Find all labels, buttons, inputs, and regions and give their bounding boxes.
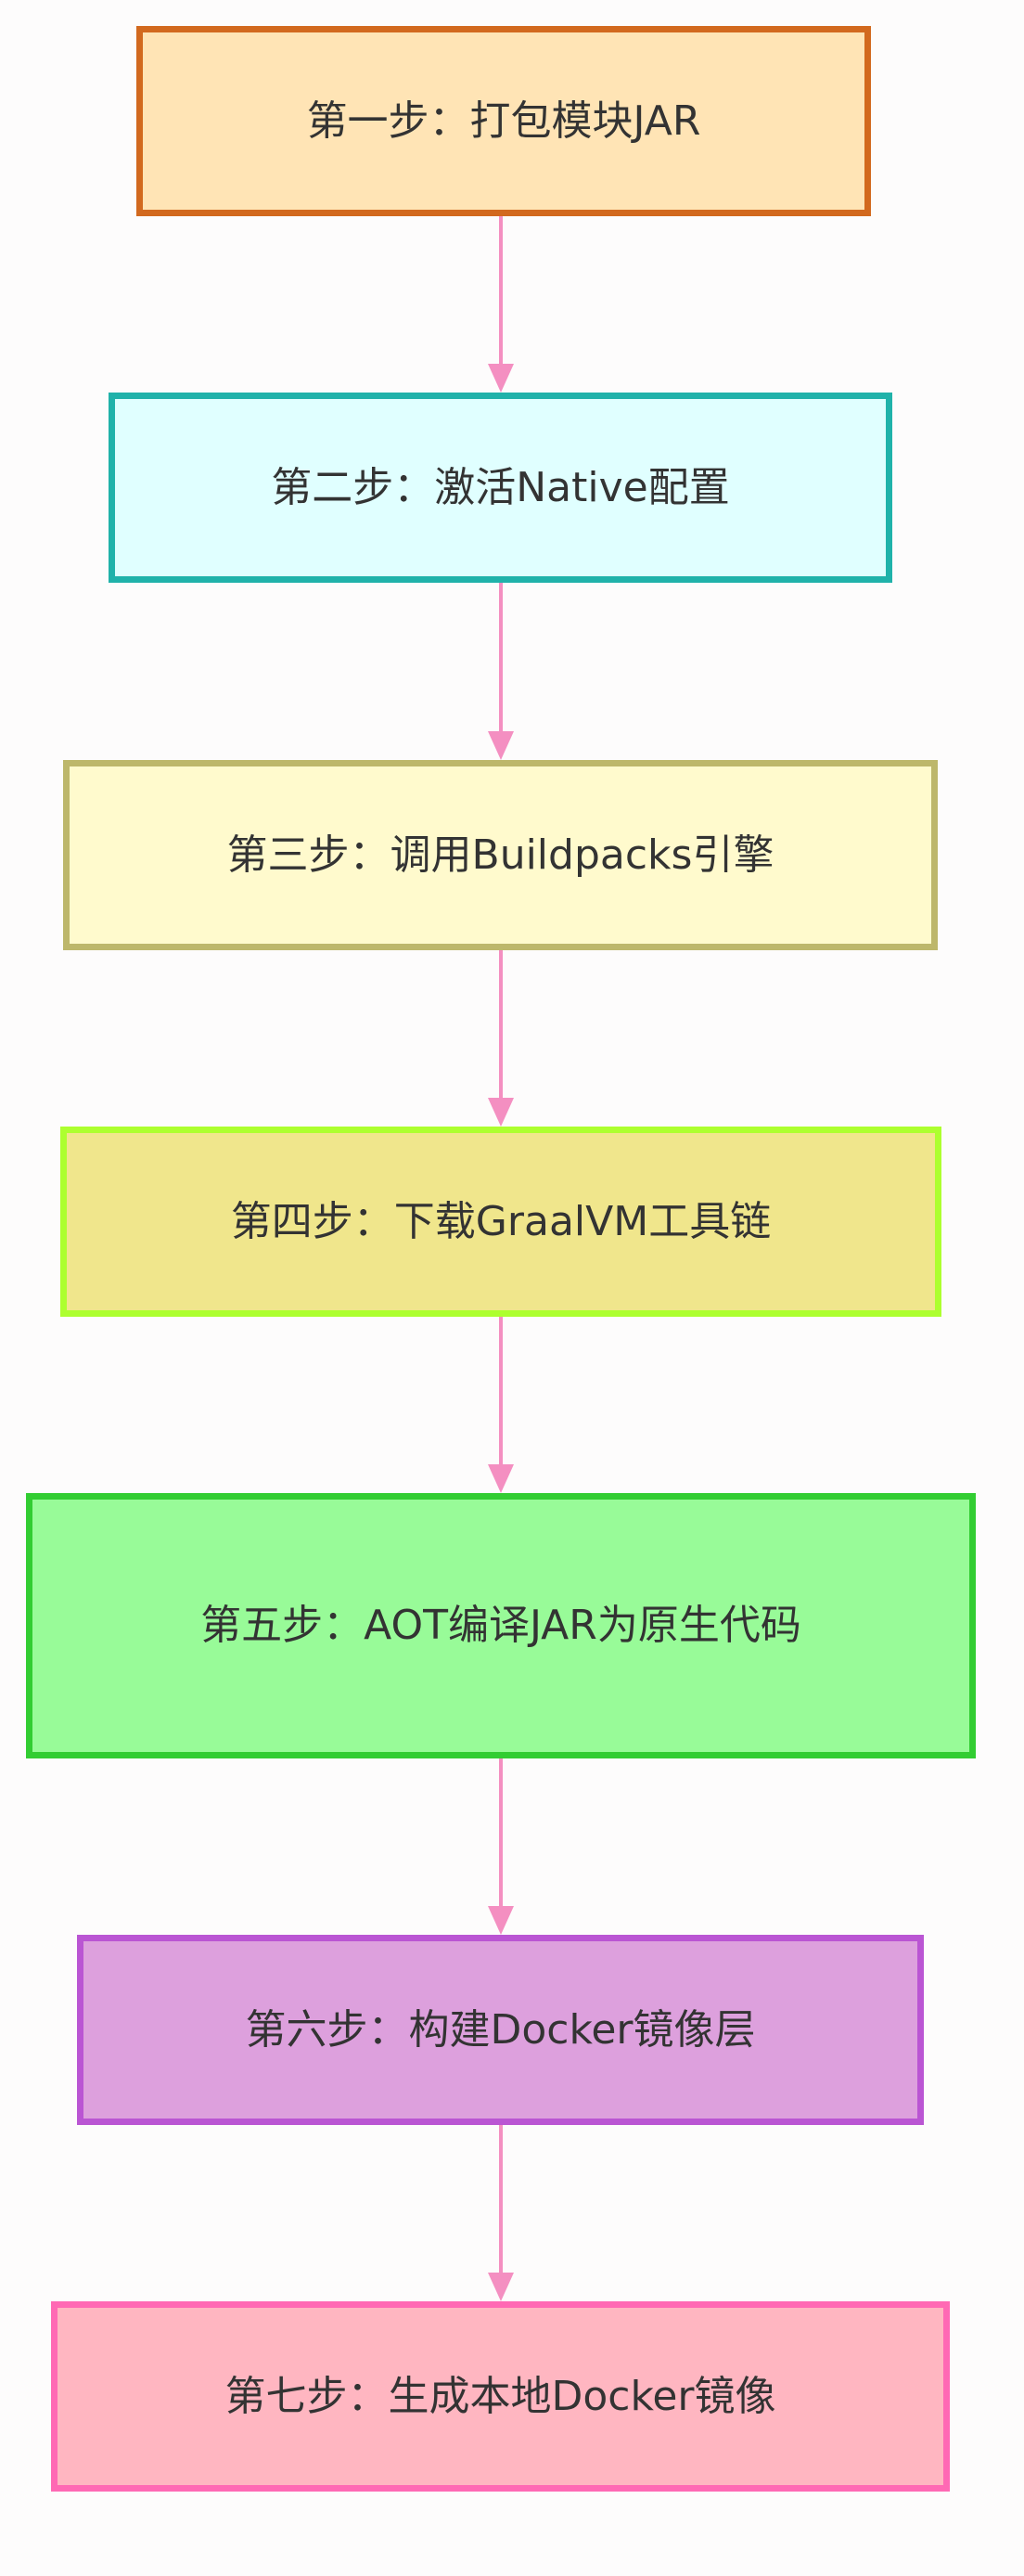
step-label: 第七步：生成本地Docker镜像 (224, 2372, 776, 2420)
arrowhead-icon (488, 364, 514, 393)
step-node-4: 第四步：下载GraalVM工具链 (60, 1127, 941, 1317)
arrow-step-6-to-7 (488, 2125, 514, 2301)
arrowhead-icon (488, 1906, 514, 1935)
arrowhead-icon (488, 731, 514, 760)
arrow-step-4-to-5 (488, 1317, 514, 1493)
step-label: 第四步：下载GraalVM工具链 (230, 1197, 772, 1245)
arrow-step-5-to-6 (488, 1758, 514, 1935)
step-node-5: 第五步：AOT编译JAR为原生代码 (26, 1493, 976, 1758)
step-node-1: 第一步：打包模块JAR (136, 26, 871, 216)
step-node-7: 第七步：生成本地Docker镜像 (51, 2301, 950, 2492)
step-label: 第一步：打包模块JAR (306, 97, 701, 145)
arrow-step-3-to-4 (488, 950, 514, 1127)
arrow-step-1-to-2 (488, 216, 514, 393)
arrowhead-icon (488, 2273, 514, 2301)
step-label: 第三步：调用Buildpacks引擎 (226, 831, 774, 879)
step-node-2: 第二步：激活Native配置 (109, 393, 892, 583)
arrowhead-icon (488, 1098, 514, 1127)
step-node-3: 第三步：调用Buildpacks引擎 (63, 760, 938, 950)
arrowhead-icon (488, 1464, 514, 1493)
step-label: 第二步：激活Native配置 (271, 463, 730, 511)
step-label: 第五步：AOT编译JAR为原生代码 (200, 1602, 801, 1649)
step-node-6: 第六步：构建Docker镜像层 (77, 1935, 924, 2125)
arrow-step-2-to-3 (488, 583, 514, 760)
step-label: 第六步：构建Docker镜像层 (245, 2005, 756, 2054)
